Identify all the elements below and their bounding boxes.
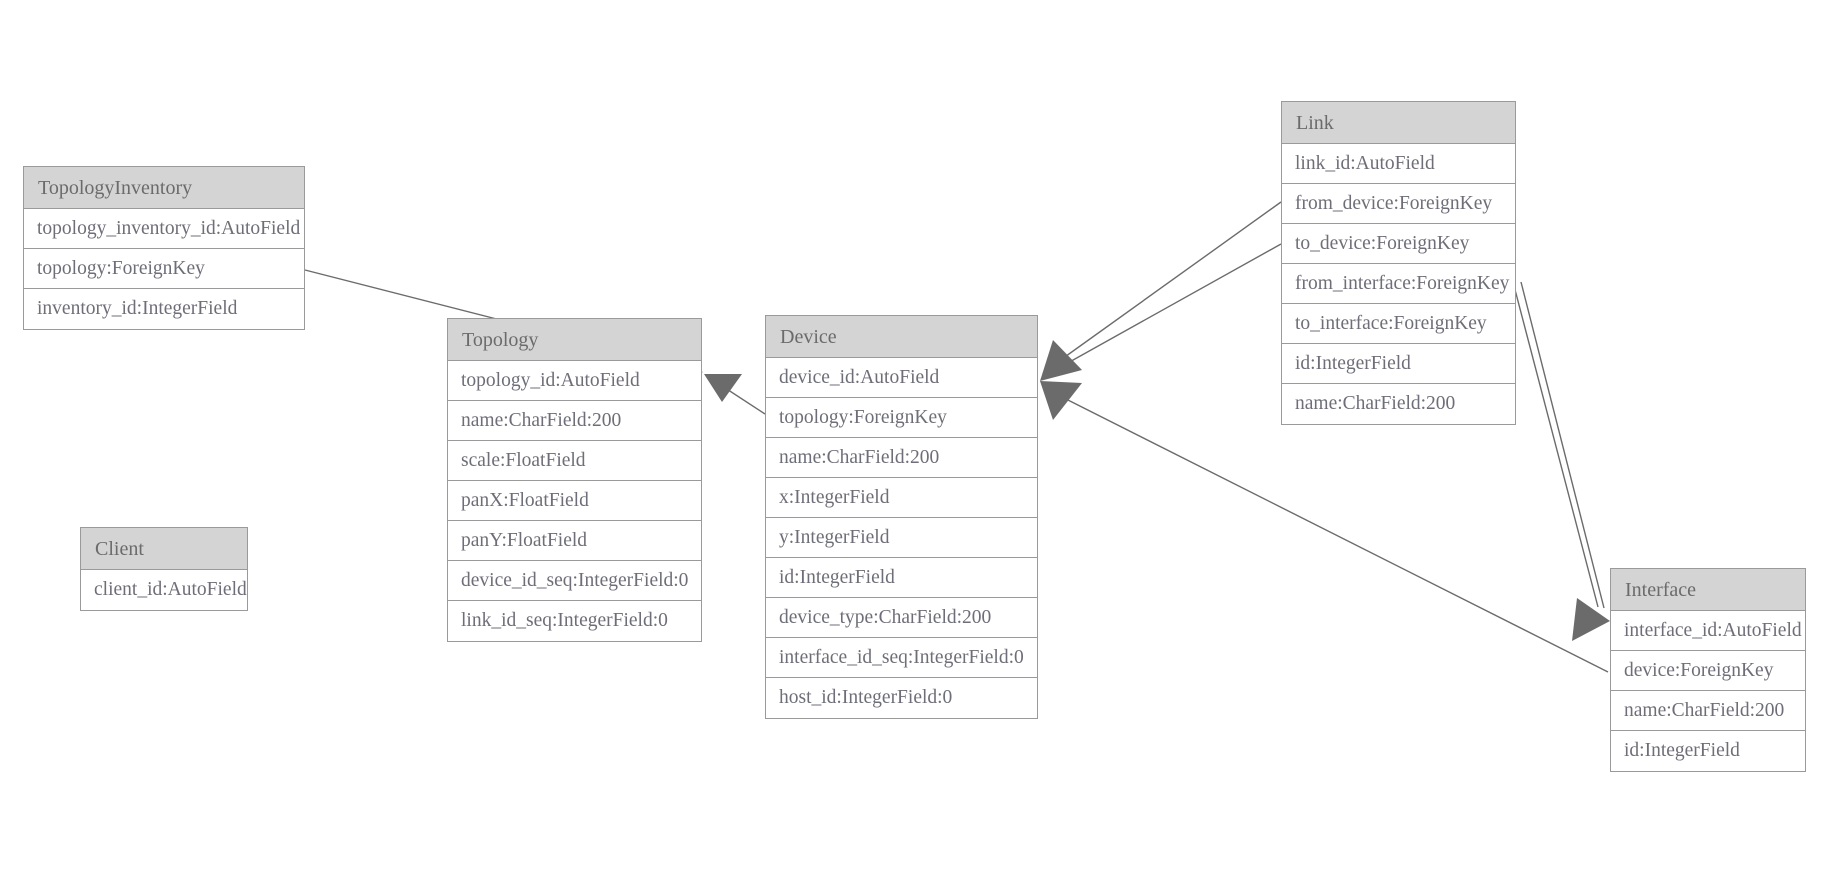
entity-field[interactable]: panY:FloatField: [448, 521, 701, 561]
edge-link-from-device: [1054, 201, 1282, 365]
entity-title-topology_inventory: TopologyInventory: [24, 167, 304, 209]
entity-title-topology: Topology: [448, 319, 701, 361]
entity-field[interactable]: id:IntegerField: [766, 558, 1037, 598]
entity-field[interactable]: name:CharField:200: [1611, 691, 1805, 731]
entity-field[interactable]: y:IntegerField: [766, 518, 1037, 558]
entity-title-link: Link: [1282, 102, 1515, 144]
entity-title-client: Client: [81, 528, 247, 570]
entity-field[interactable]: device_type:CharField:200: [766, 598, 1037, 638]
entity-field[interactable]: device:ForeignKey: [1611, 651, 1805, 691]
entity-field[interactable]: from_interface:ForeignKey: [1282, 264, 1515, 304]
arrowhead-device-upper: [1040, 340, 1082, 381]
entity-field[interactable]: to_device:ForeignKey: [1282, 224, 1515, 264]
edge-link-to-interface: [1520, 281, 1605, 609]
entity-field[interactable]: topology_id:AutoField: [448, 361, 701, 401]
entity-field[interactable]: scale:FloatField: [448, 441, 701, 481]
entity-field[interactable]: topology_inventory_id:AutoField: [24, 209, 304, 249]
entity-field[interactable]: name:CharField:200: [766, 438, 1037, 478]
entity-field[interactable]: device_id:AutoField: [766, 358, 1037, 398]
entity-field[interactable]: id:IntegerField: [1611, 731, 1805, 771]
entity-field[interactable]: name:CharField:200: [1282, 384, 1515, 424]
entity-title-device: Device: [766, 316, 1037, 358]
entity-field[interactable]: inventory_id:IntegerField: [24, 289, 304, 329]
edge-device-topology: [704, 374, 766, 415]
entity-field[interactable]: device_id_seq:IntegerField:0: [448, 561, 701, 601]
entity-field[interactable]: interface_id:AutoField: [1611, 611, 1805, 651]
entity-field[interactable]: interface_id_seq:IntegerField:0: [766, 638, 1037, 678]
entity-field[interactable]: host_id:IntegerField:0: [766, 678, 1037, 718]
entity-field[interactable]: panX:FloatField: [448, 481, 701, 521]
edge-link-to-device: [1056, 243, 1282, 370]
entity-field[interactable]: name:CharField:200: [448, 401, 701, 441]
entity-field[interactable]: topology:ForeignKey: [24, 249, 304, 289]
entity-field[interactable]: client_id:AutoField: [81, 570, 247, 610]
entity-field[interactable]: to_interface:ForeignKey: [1282, 304, 1515, 344]
arrowhead-interface: [1572, 598, 1610, 641]
entity-field[interactable]: link_id:AutoField: [1282, 144, 1515, 184]
edge-link-from-interface: [1512, 281, 1599, 608]
entity-field[interactable]: link_id_seq:IntegerField:0: [448, 601, 701, 641]
entity-field[interactable]: from_device:ForeignKey: [1282, 184, 1515, 224]
entity-field[interactable]: x:IntegerField: [766, 478, 1037, 518]
entity-field[interactable]: id:IntegerField: [1282, 344, 1515, 384]
entity-field[interactable]: topology:ForeignKey: [766, 398, 1037, 438]
entity-title-interface: Interface: [1611, 569, 1805, 611]
